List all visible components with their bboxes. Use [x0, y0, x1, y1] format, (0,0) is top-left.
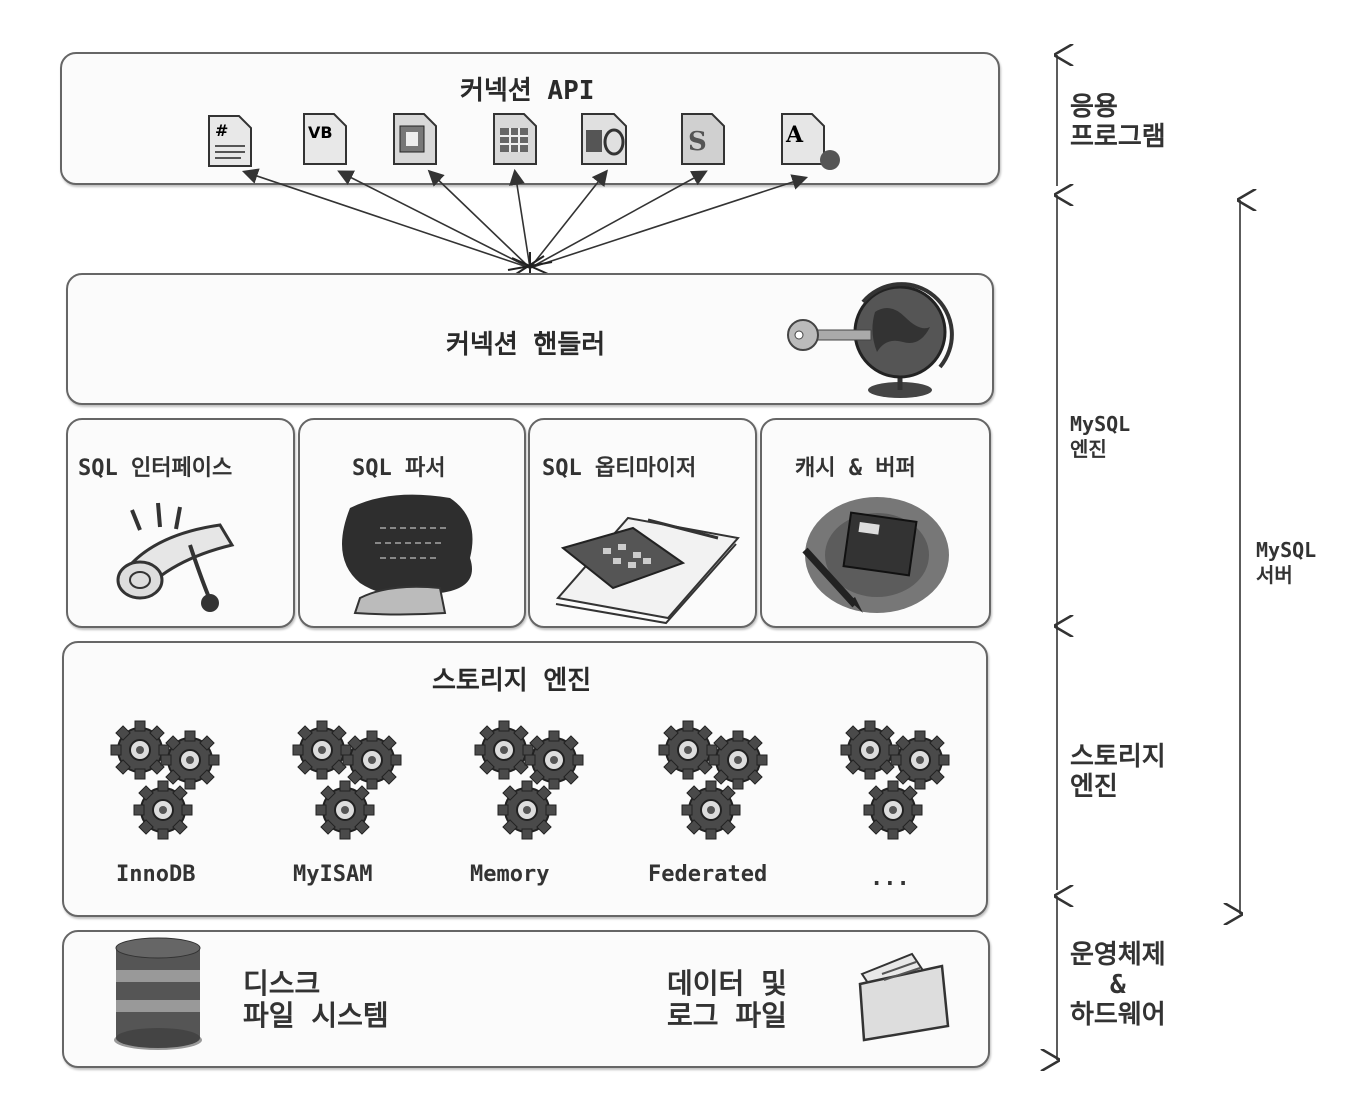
access-file-icon: A [781, 113, 840, 170]
c-file-icon: # [208, 115, 252, 167]
layer-label-mysql-engine: MySQL 엔진 [1070, 412, 1131, 461]
sql-parser-label: SQL 파서 [352, 456, 446, 481]
storage-engine-title: 스토리지 엔진 [432, 666, 592, 696]
sql-interface-box [66, 418, 295, 628]
document-icon [393, 113, 437, 165]
cache-buffer-label: 캐시 & 버퍼 [795, 456, 916, 481]
script-file-icon: S [681, 113, 725, 165]
disk-filesystem-label: 디스크 파일 시스템 [243, 967, 389, 1032]
layer-label-mysql-server: MySQL 서버 [1256, 538, 1317, 587]
engine-innodb: InnoDB [116, 862, 196, 887]
svg-text:VB: VB [308, 123, 333, 142]
layer-label-os-hardware: 운영체제 & 하드웨어 [1070, 940, 1166, 1030]
spreadsheet-icon [493, 113, 537, 165]
data-log-files-label: 데이터 및 로그 파일 [667, 967, 787, 1032]
connection-handler-title: 커넥션 핸들러 [446, 330, 606, 360]
engine-federated: Federated [648, 862, 768, 887]
svg-text:S: S [688, 127, 707, 157]
sql-interface-label: SQL 인터페이스 [78, 456, 233, 481]
layer-label-application: 응용 프로그램 [1070, 92, 1166, 152]
connection-api-title: 커넥션 API [460, 76, 595, 106]
scroll-icon [116, 502, 235, 612]
disk-cylinder-icon [114, 937, 202, 1050]
book-icon [802, 497, 949, 613]
storage-engine-box [62, 641, 988, 917]
engine-more: ... [870, 866, 910, 891]
layer-label-storage-engine: 스토리지 엔진 [1070, 742, 1166, 802]
svg-text:A: A [785, 122, 804, 148]
engine-memory: Memory [470, 862, 550, 887]
engine-myisam: MyISAM [293, 862, 373, 887]
svg-text:#: # [215, 121, 228, 140]
vb-file-icon: VB [303, 113, 347, 165]
calculator-icon [555, 516, 740, 625]
key-globe-icon [787, 282, 954, 398]
database-file-icon [581, 113, 627, 165]
chalkboard-icon [342, 494, 473, 616]
sql-optimizer-label: SQL 옵티마이저 [542, 456, 697, 481]
os-hardware-box [62, 930, 990, 1068]
folder-icon [858, 952, 950, 1042]
